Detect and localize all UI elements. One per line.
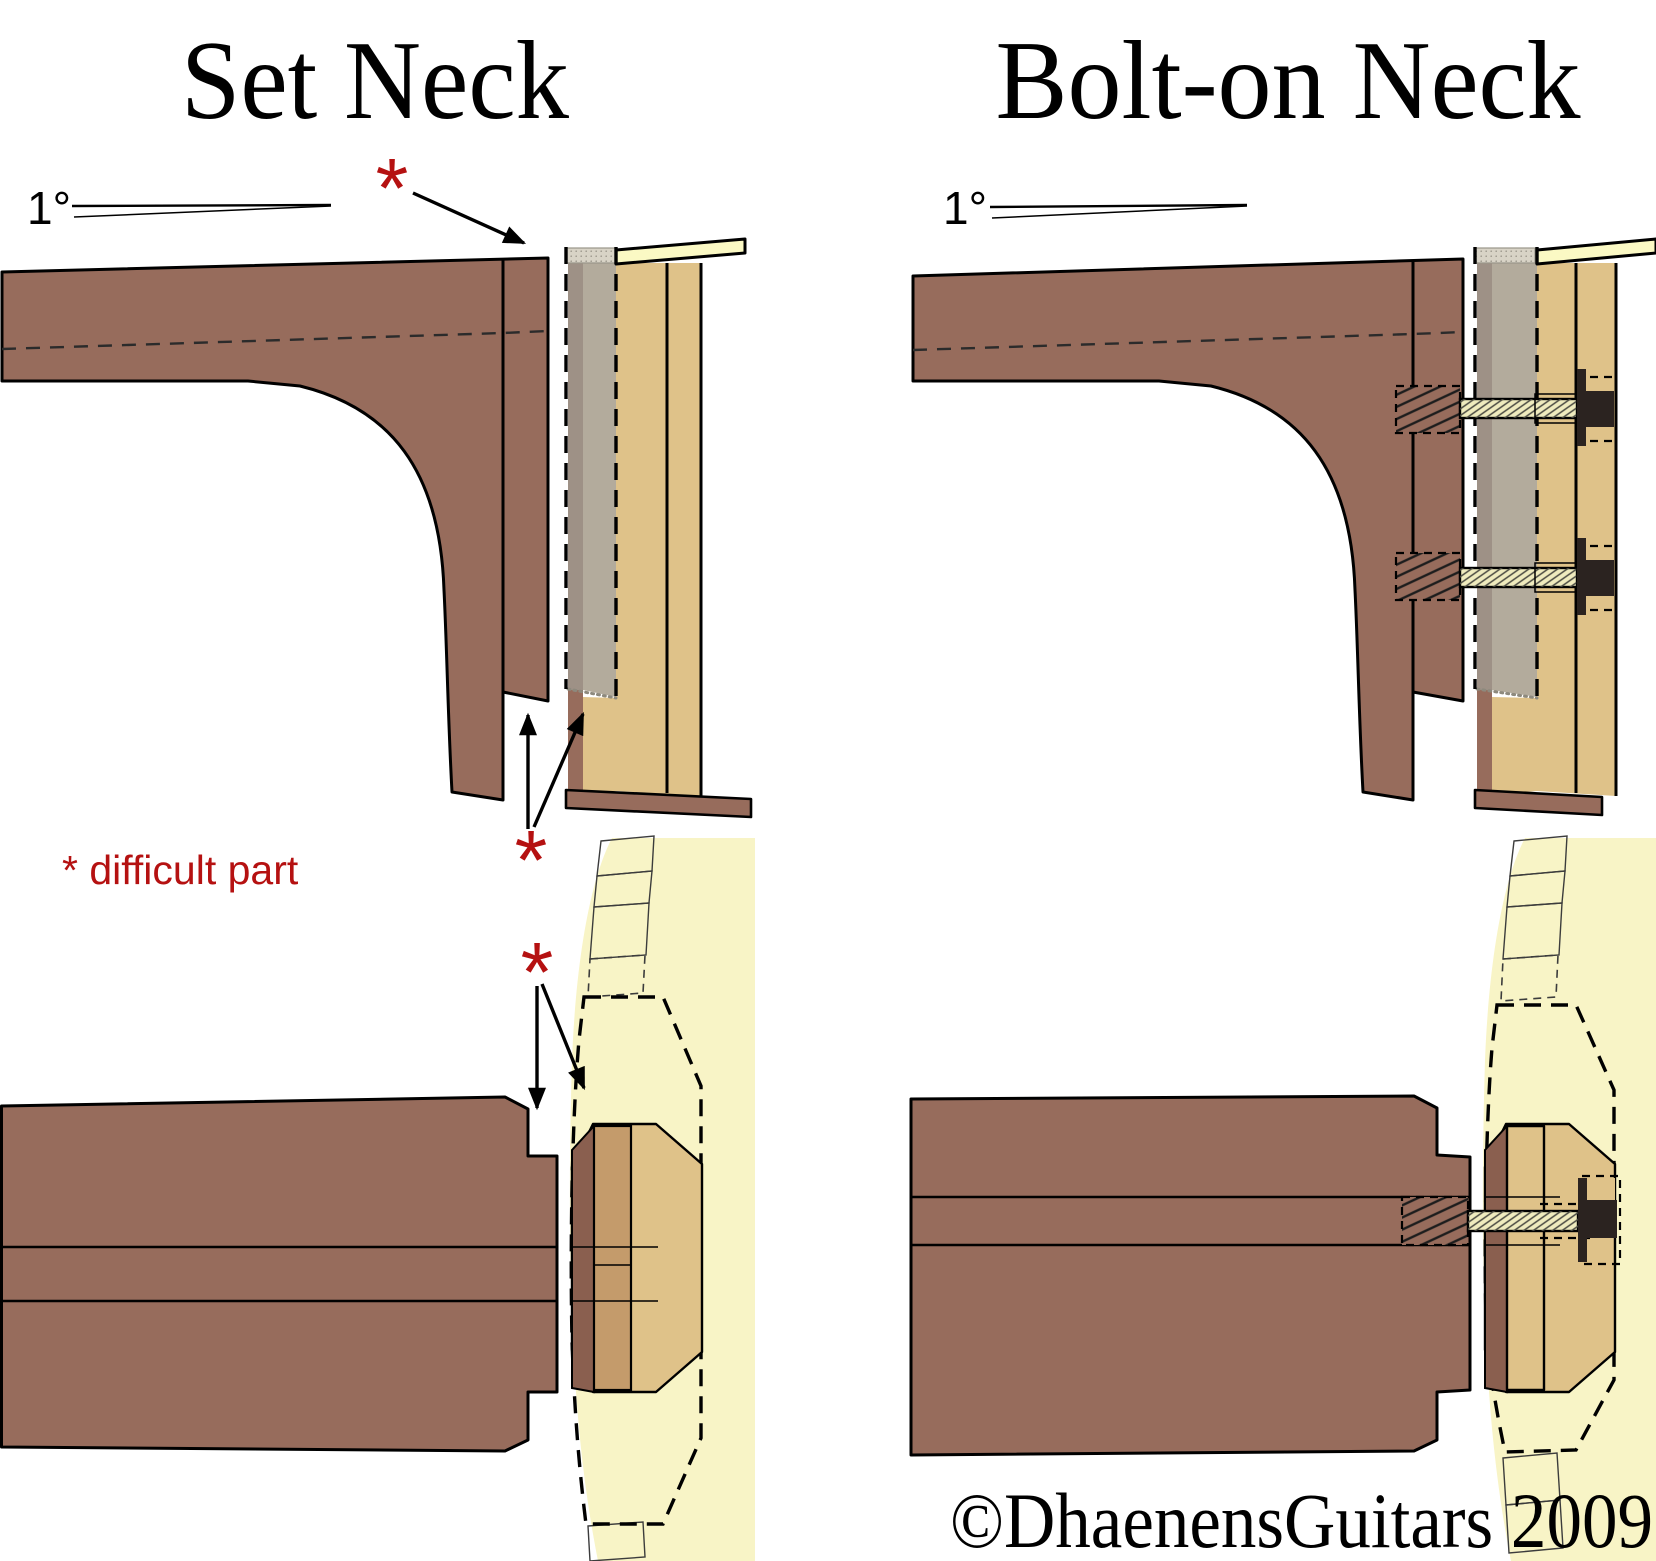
pocket-floor [1505,1124,1546,1392]
neck-bolt-top-view [1400,1174,1622,1266]
difficult-part-legend: * difficult part [62,847,299,893]
truss-channel [2,1245,658,1303]
soundboard-strip [614,237,747,266]
neck-block-side [616,263,701,796]
tenon-ghost-dark [568,263,583,690]
set-neck-top-view: * [0,835,755,1561]
set-neck-title: Set Neck [181,19,569,143]
bolt-shaft [1466,1209,1580,1233]
asterisk-marker: * [515,813,548,907]
pocket-bottom-dotted [1475,687,1539,700]
bolt-head [1587,1200,1617,1238]
threaded-insert [1394,551,1462,602]
neck-heel-side [0,256,550,802]
bolt-on-title: Bolt-on Neck [996,19,1581,143]
set-neck-angle-label: 1° [27,182,71,234]
bolt-head [1586,560,1614,596]
angle-indicator [71,203,332,218]
bolt-head [1586,391,1614,427]
truss-channel [911,1195,1560,1247]
bolt-shaft [1458,397,1579,420]
kerfed-lining [1500,835,1568,1554]
tenon-bottom-dotted [566,687,618,700]
threaded-insert [1394,384,1462,435]
bolt-on-body-side [1473,237,1656,817]
pocket-face-dark [1477,263,1492,690]
block-below-mortise [583,697,616,795]
truss-rod-dashed-line [1,329,549,351]
neck-block-outline [569,995,703,1526]
tenon-in-pocket [592,1124,633,1392]
bolt-on-side-view: 1° [911,182,1656,817]
neck-top-view [0,1095,559,1453]
bolt-washer [1578,1178,1587,1262]
neck-heel-side [911,257,1465,802]
back-plate [564,788,753,819]
fretboard-cap [1474,247,1536,264]
neck-bolt-lower [1394,538,1614,615]
block-below-pocket [1492,697,1537,795]
bolt-washer [1577,369,1586,446]
neck-block-outline [1483,1003,1616,1454]
truss-rod-dashed-line [912,330,1464,352]
pocket-face-light [1492,263,1537,697]
neck-top-view [909,1094,1472,1457]
copyright-text: ©DhaenensGuitars 2009 [950,1477,1653,1561]
set-neck-side-view: 1° * [0,141,753,907]
rim-section [571,1123,595,1394]
neck-bolt-upper [1394,369,1614,446]
bolt-shaft [1458,566,1579,589]
angle-indicator [989,203,1248,219]
tenon-ghost-light [583,263,616,697]
set-neck-body-side [564,237,753,819]
pointer-arrow [532,711,585,828]
bolt-on-angle-label: 1° [943,182,987,234]
asterisk-marker: * [376,141,409,235]
rim-section [1484,1123,1508,1394]
pointer-arrow [412,191,527,245]
back-plate [1473,788,1604,817]
bolt-on-top-view [909,835,1656,1561]
head-counterbore [1580,1174,1622,1266]
bolt-washer [1577,538,1586,615]
pointer-arrow [540,983,586,1091]
heel-below-pocket [1477,690,1492,795]
threaded-insert [1400,1195,1470,1247]
fretboard-cap [565,247,617,264]
soundboard-strip [1535,237,1656,266]
